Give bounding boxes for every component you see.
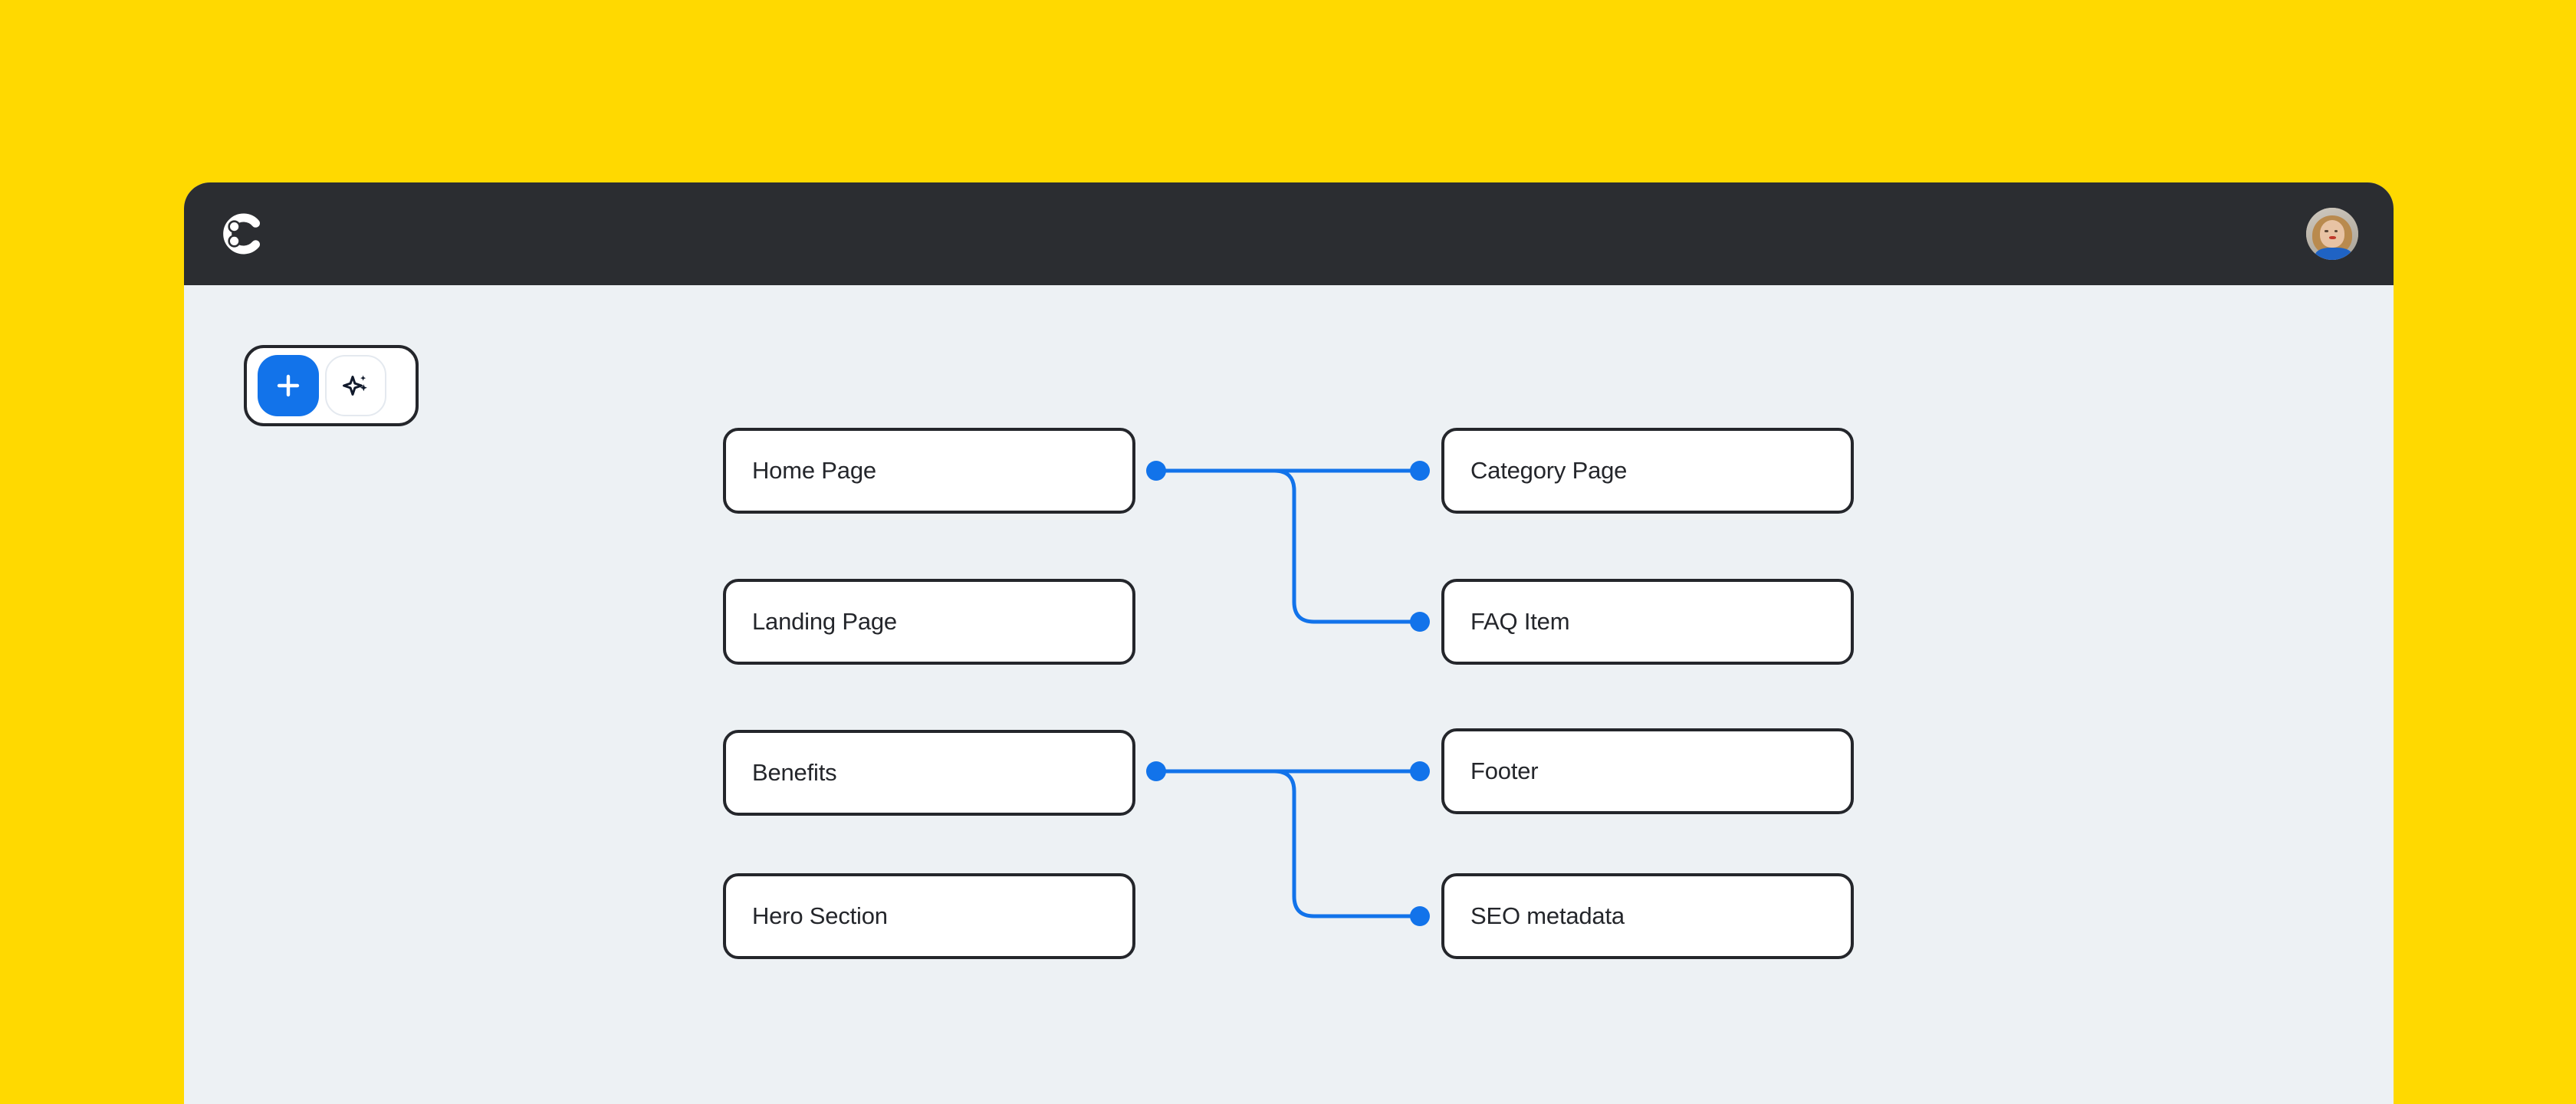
- ai-assist-button[interactable]: [325, 355, 386, 416]
- user-avatar[interactable]: [2306, 208, 2358, 260]
- node-card-landing-page[interactable]: Landing Page: [723, 579, 1135, 665]
- node-label: Category Page: [1470, 457, 1628, 484]
- node-label: Hero Section: [752, 902, 888, 929]
- node-label: FAQ Item: [1470, 608, 1570, 635]
- edge-handle-source[interactable]: [1146, 761, 1166, 781]
- brand-logo-c-icon[interactable]: [221, 212, 264, 255]
- node-card-benefits[interactable]: Benefits: [723, 730, 1135, 816]
- avatar-shirt: [2315, 247, 2352, 260]
- edge-handle-target[interactable]: [1410, 461, 1430, 481]
- node-card-seo-metadata[interactable]: SEO metadata: [1441, 873, 1854, 959]
- node-card-footer[interactable]: Footer: [1441, 728, 1854, 814]
- edge-benefits-to-seo[interactable]: [1154, 769, 1422, 918]
- node-label: SEO metadata: [1470, 902, 1625, 929]
- node-card-home-page[interactable]: Home Page: [723, 428, 1135, 514]
- add-node-button[interactable]: [258, 355, 319, 416]
- node-label: Home Page: [752, 457, 876, 484]
- sparkle-icon: [343, 375, 367, 396]
- app-header: [184, 182, 2394, 285]
- edge-handle-target[interactable]: [1410, 612, 1430, 632]
- edge-handle-source[interactable]: [1146, 461, 1166, 481]
- node-card-category-page[interactable]: Category Page: [1441, 428, 1854, 514]
- plus-icon: [277, 374, 300, 397]
- edge-handle-target[interactable]: [1410, 761, 1430, 781]
- node-label: Footer: [1470, 757, 1539, 784]
- canvas-toolbar: [244, 345, 419, 426]
- avatar-eye-left: [2325, 230, 2329, 232]
- edge-layer: [1146, 461, 1430, 926]
- avatar-eye-right: [2334, 230, 2338, 232]
- node-card-faq-item[interactable]: FAQ Item: [1441, 579, 1854, 665]
- avatar-lips: [2328, 235, 2336, 239]
- edge-handle-target[interactable]: [1410, 906, 1430, 926]
- node-label: Benefits: [752, 759, 837, 786]
- edge-home-to-faq[interactable]: [1154, 468, 1422, 624]
- avatar-face: [2319, 220, 2345, 248]
- node-card-hero-section[interactable]: Hero Section: [723, 873, 1135, 959]
- node-label: Landing Page: [752, 608, 897, 635]
